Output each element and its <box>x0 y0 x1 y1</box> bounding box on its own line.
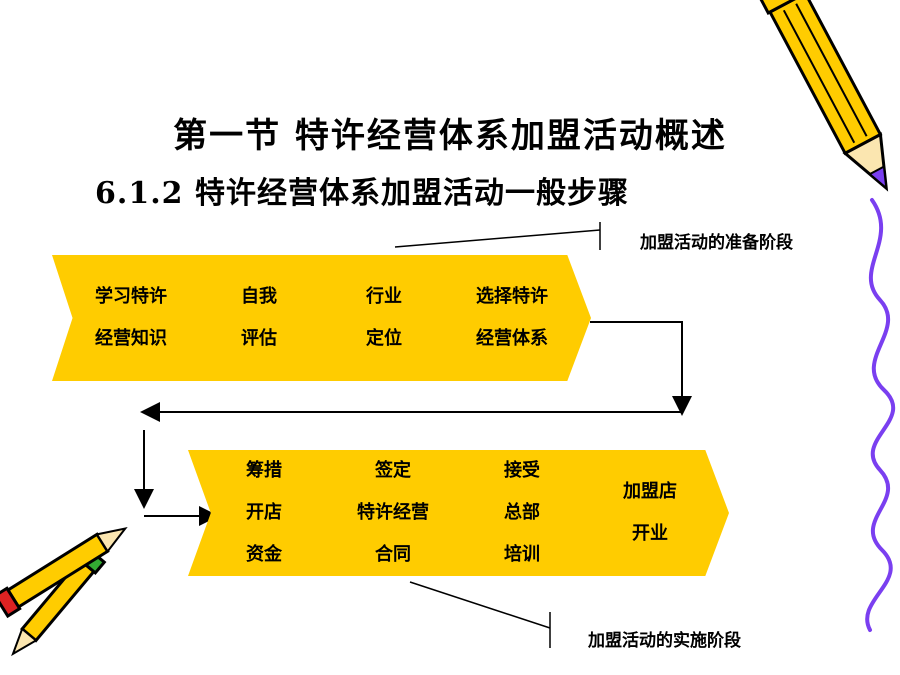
step-self-assessment: 自我 评估 <box>183 255 335 381</box>
step-label-line: 签定 <box>375 460 411 481</box>
step-learn-franchising: 学习特许 经营知识 <box>52 255 210 381</box>
impl-stage-note: 加盟活动的实施阶段 <box>588 631 741 651</box>
step-label-line: 培训 <box>504 544 540 565</box>
step-label-line: 定位 <box>366 328 402 349</box>
step-sign-contract: 签定 特许经营 合同 <box>313 450 473 576</box>
step-label-line: 总部 <box>504 502 540 523</box>
step-label-line: 开业 <box>632 523 668 544</box>
step-store-opening: 加盟店 开业 <box>571 450 729 576</box>
step-label-line: 经营体系 <box>476 328 548 349</box>
step-label-line: 接受 <box>504 460 540 481</box>
prep-stage-note: 加盟活动的准备阶段 <box>640 233 793 253</box>
section-subtitle: 6.1.2 特许经营体系加盟活动一般步骤 <box>95 176 629 211</box>
page-title: 第一节 特许经营体系加盟活动概述 <box>173 116 727 156</box>
step-raise-funds: 筹措 开店 资金 <box>188 450 340 576</box>
step-label-line: 加盟店 <box>623 481 677 502</box>
step-label-line: 筹措 <box>246 460 282 481</box>
step-industry-positioning: 行业 定位 <box>308 255 460 381</box>
step-hq-training: 接受 总部 培训 <box>446 450 598 576</box>
step-select-system: 选择特许 经营体系 <box>433 255 591 381</box>
step-label-line: 选择特许 <box>476 286 548 307</box>
step-label-line: 自我 <box>241 286 277 307</box>
step-label-line: 特许经营 <box>357 502 429 523</box>
step-label-line: 评估 <box>241 328 277 349</box>
step-label-line: 开店 <box>246 502 282 523</box>
step-label-line: 经营知识 <box>95 328 167 349</box>
step-label-line: 合同 <box>375 544 411 565</box>
step-label-line: 行业 <box>366 286 402 307</box>
step-label-line: 资金 <box>246 544 282 565</box>
step-label-line: 学习特许 <box>95 286 167 307</box>
